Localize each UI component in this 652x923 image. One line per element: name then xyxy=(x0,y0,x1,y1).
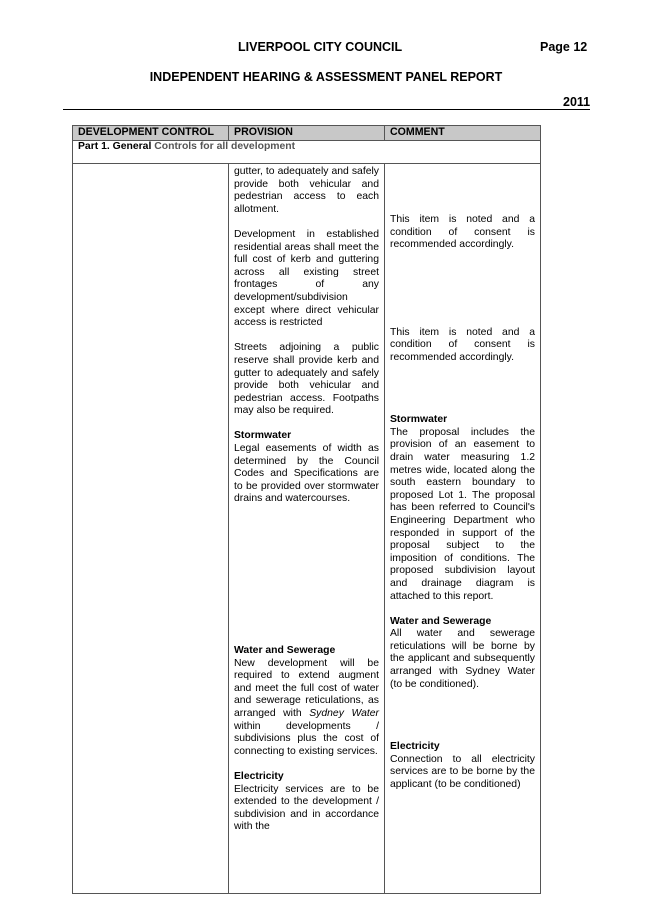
comment-heading: Water and Sewerage xyxy=(390,615,492,627)
provision-item: gutter, to adequately and safely provide… xyxy=(234,166,379,215)
part-label-number: Part 1. General xyxy=(78,141,152,152)
provision-text: Legal easements of width as determined b… xyxy=(234,443,379,505)
provision-text: Electricity services are to be extended … xyxy=(234,783,379,833)
provision-text-em: Sydney Water xyxy=(309,708,379,720)
column-header-comment: COMMENT xyxy=(384,125,541,141)
table-header-row: DEVELOPMENT CONTROL PROVISION COMMENT xyxy=(72,125,541,141)
provision-item: Development in established residential a… xyxy=(234,228,379,329)
council-name: LIVERPOOL CITY COUNCIL xyxy=(238,40,403,54)
page-number: Page 12 xyxy=(540,40,588,54)
provision-heading: Stormwater xyxy=(234,430,292,442)
report-year: 2011 xyxy=(563,95,591,109)
table-row: gutter, to adequately and safely provide… xyxy=(72,163,541,894)
comment-cell: This item is noted and a condition of co… xyxy=(384,163,541,894)
comment-text: Connection to all electricity services a… xyxy=(390,753,535,791)
provision-cell: gutter, to adequately and safely provide… xyxy=(228,163,385,894)
provision-text: within developments / subdivisions plus … xyxy=(234,720,379,757)
comment-spacer xyxy=(390,164,535,214)
provision-text: New development will be required to exte… xyxy=(234,657,379,720)
part-row: Part 1. General Controls for all develop… xyxy=(72,140,541,164)
comment-text: The proposal includes the provision of a… xyxy=(390,426,535,602)
provision-item: Streets adjoining a public reserve shall… xyxy=(234,342,379,417)
part-label-text: Controls for all development xyxy=(151,141,296,152)
report-title: INDEPENDENT HEARING & ASSESSMENT PANEL R… xyxy=(149,70,503,84)
provision-heading: Water and Sewerage xyxy=(234,645,336,657)
comment-text: All water and sewerage reticulations wil… xyxy=(390,628,535,690)
column-header-development-control: DEVELOPMENT CONTROL xyxy=(72,125,229,141)
comment-item: This item is noted and a condition of co… xyxy=(390,214,535,251)
header-rule xyxy=(63,109,590,110)
comment-heading: Stormwater xyxy=(390,414,448,426)
comment-heading: Electricity xyxy=(390,741,440,753)
development-control-table: DEVELOPMENT CONTROL PROVISION COMMENT Pa… xyxy=(72,125,541,894)
development-control-cell xyxy=(72,163,229,894)
comment-item: This item is noted and a condition of co… xyxy=(390,326,535,363)
part-label: Part 1. General Controls for all develop… xyxy=(72,140,541,164)
column-header-provision: PROVISION xyxy=(228,125,385,141)
provision-heading: Electricity xyxy=(234,771,284,782)
